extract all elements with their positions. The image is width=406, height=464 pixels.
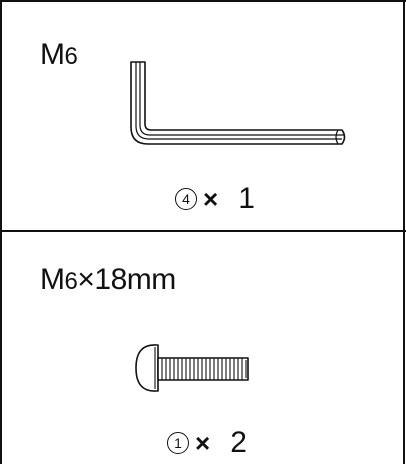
part-size-label: M6×18mm	[40, 265, 176, 295]
bolt-icon	[135, 344, 249, 392]
size-label-main: M	[40, 38, 65, 71]
multiply-sign: ×	[203, 184, 219, 214]
frame-top-border	[0, 0, 406, 2]
panel-divider	[0, 230, 406, 232]
part-number-badge: 4	[175, 188, 197, 210]
part-quantity: 1 × 2	[167, 428, 247, 458]
multiply-sign: ×	[195, 428, 211, 458]
part-size-label: M6	[40, 38, 78, 71]
part-panel-bolt: M6×18mm	[0, 231, 406, 464]
part-panel-hex-key: M6 4 × 1	[0, 0, 406, 230]
frame-right-border	[403, 0, 405, 464]
quantity-value: 2	[230, 426, 247, 459]
part-quantity: 4 × 1	[175, 184, 255, 214]
frame-left-border	[0, 0, 2, 464]
hex-key-icon	[130, 61, 346, 145]
size-label-small: 6	[64, 268, 78, 295]
size-label-main: M	[40, 263, 65, 296]
size-label-rest: ×18mm	[77, 263, 176, 296]
part-number-badge: 1	[167, 432, 189, 454]
quantity-value: 1	[238, 182, 255, 215]
size-label-small: 6	[64, 43, 78, 70]
